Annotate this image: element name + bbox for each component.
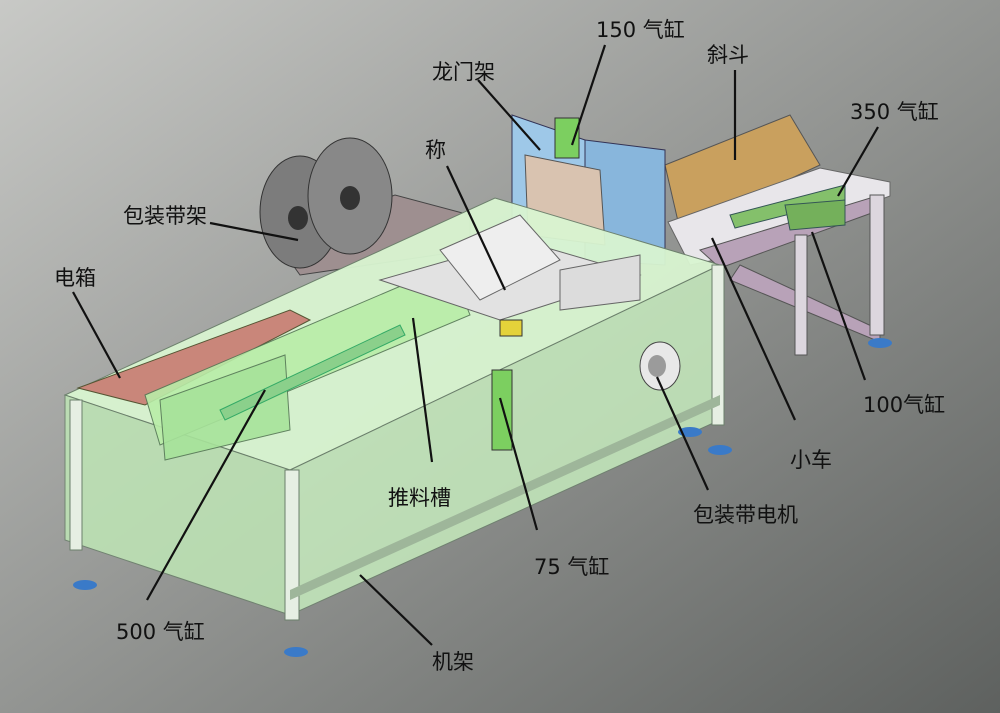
push-trough bbox=[144, 214, 642, 461]
label-push-trough: 推料槽 bbox=[388, 486, 451, 510]
label-strap-motor: 包装带电机 bbox=[693, 503, 798, 527]
label-gantry: 龙门架 bbox=[432, 60, 495, 84]
label-cylinder-150: 150 气缸 bbox=[596, 18, 685, 42]
label-cylinder-350: 350 气缸 bbox=[850, 100, 939, 124]
label-frame: 机架 bbox=[432, 650, 474, 674]
label-cylinder-500: 500 气缸 bbox=[116, 620, 205, 644]
strap-motor bbox=[639, 341, 681, 391]
leader-lines bbox=[72, 44, 879, 646]
label-hopper: 斜斗 bbox=[707, 43, 749, 67]
label-cart: 小车 bbox=[790, 448, 832, 472]
label-scale: 称 bbox=[425, 138, 446, 162]
electric-box bbox=[76, 309, 312, 406]
cart bbox=[667, 167, 892, 356]
hopper bbox=[664, 114, 821, 231]
label-electric-box: 电箱 bbox=[54, 266, 96, 290]
label-strap-reel-holder: 包装带架 bbox=[123, 204, 207, 228]
label-cylinder-100: 100气缸 bbox=[863, 393, 946, 417]
label-cylinder-75: 75 气缸 bbox=[534, 555, 610, 579]
